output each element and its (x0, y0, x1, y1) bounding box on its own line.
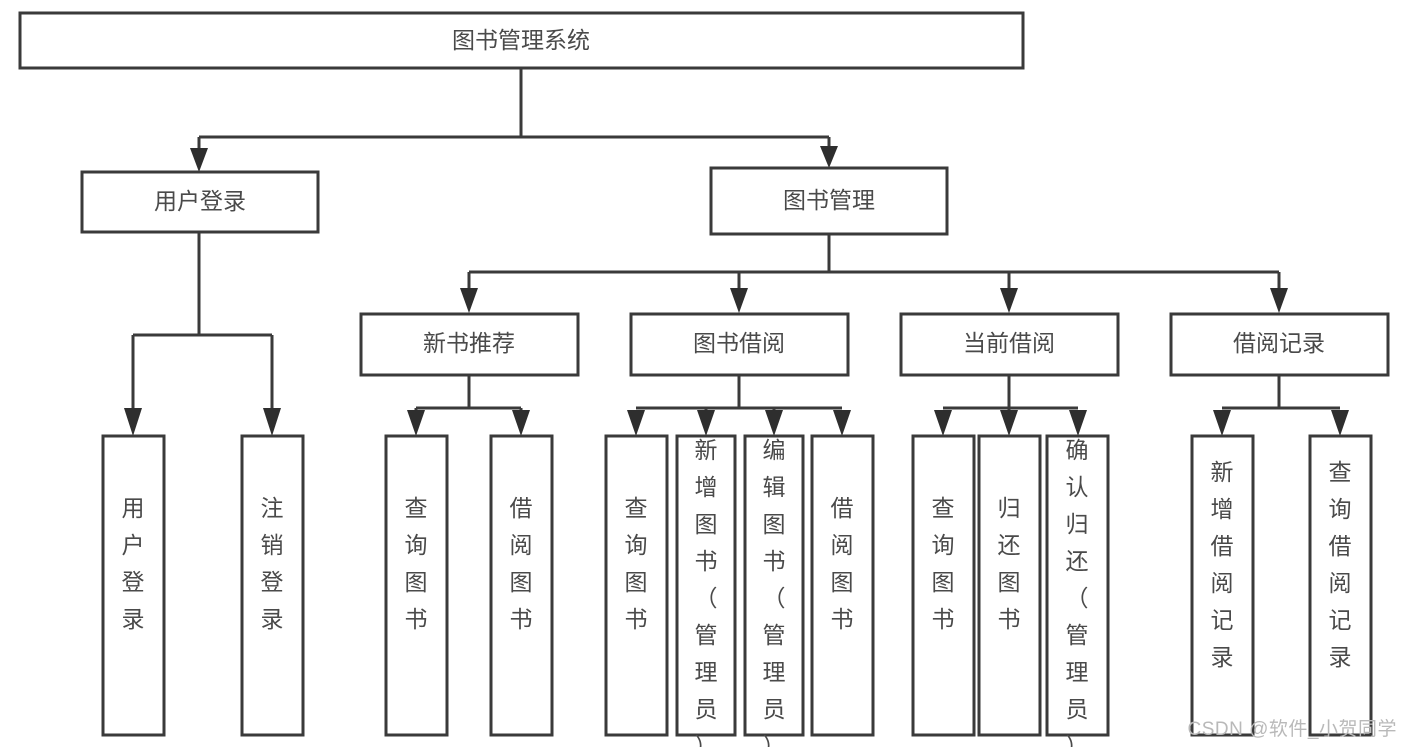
node-leaf9-label: 查询图书 (932, 495, 955, 632)
arrow-bookmgmt-to-borrow (730, 288, 748, 313)
node-leaf7-label: 编辑图书（管理员） (763, 437, 786, 747)
node-leaf13[interactable]: 查询借阅记录 (1308, 434, 1373, 737)
node-leaf4-box[interactable] (489, 434, 554, 737)
node-current[interactable]: 当前借阅 (899, 312, 1120, 377)
node-leaf3-label: 查询图书 (405, 495, 428, 632)
node-leaf9-box[interactable] (911, 434, 976, 737)
node-bookmgmt-box[interactable] (709, 166, 949, 236)
connector-group-bookmgmt (460, 234, 1288, 313)
node-root-label: 图书管理系统 (452, 27, 590, 53)
node-current-box[interactable] (899, 312, 1120, 377)
node-newbook-box[interactable] (359, 312, 580, 377)
arrow-bookmgmt-to-current (1000, 288, 1018, 313)
node-leaf11-box[interactable] (1045, 434, 1110, 737)
arrow-newbook-to-leaf3 (407, 410, 425, 436)
connector-group-current (934, 375, 1087, 436)
arrow-bookmgmt-to-records (1270, 288, 1288, 313)
node-leaf3-box[interactable] (384, 434, 449, 737)
node-root[interactable]: 图书管理系统 (18, 11, 1025, 70)
node-leaf13-label: 查询借阅记录 (1329, 459, 1352, 670)
node-leaf6-label: 新增图书（管理员） (695, 437, 718, 747)
arrow-login-to-leaf1 (124, 408, 142, 436)
node-leaf3[interactable]: 查询图书 (384, 434, 449, 737)
arrow-bookmgmt-to-newbook (460, 288, 478, 313)
node-leaf10-box[interactable] (977, 434, 1042, 737)
node-leaf10[interactable]: 归还图书 (977, 434, 1042, 737)
arrow-current-to-leaf11 (1069, 410, 1087, 436)
node-leaf12-box[interactable] (1190, 434, 1255, 737)
node-leaf13-box[interactable] (1308, 434, 1373, 737)
node-leaf11-label: 确认归还（管理员） (1066, 437, 1089, 747)
node-leaf1-label: 用户登录 (122, 495, 145, 632)
node-leaf5-label: 查询图书 (625, 495, 648, 632)
node-leaf10-label: 归还图书 (998, 495, 1021, 632)
arrow-records-to-leaf13 (1331, 410, 1349, 436)
node-leaf4-label: 借阅图书 (510, 495, 533, 632)
connector-group-login (124, 232, 281, 436)
node-leaf6[interactable]: 新增图书（管理员） (675, 434, 737, 747)
node-login[interactable]: 用户登录 (80, 170, 320, 234)
arrow-borrow-to-leaf7 (765, 410, 783, 436)
node-leaf12[interactable]: 新增借阅记录 (1190, 434, 1255, 737)
node-records-box[interactable] (1169, 312, 1390, 377)
node-bookmgmt-label: 图书管理 (783, 187, 875, 213)
node-leaf7-box[interactable] (743, 434, 805, 737)
node-leaf8-label: 借阅图书 (831, 495, 854, 632)
node-leaf2-label: 注销登录 (261, 495, 284, 632)
node-records[interactable]: 借阅记录 (1169, 312, 1390, 377)
node-borrow-box[interactable] (629, 312, 850, 377)
node-leaf1[interactable]: 用户登录 (101, 434, 166, 737)
node-leaf6-box[interactable] (675, 434, 737, 737)
connector-group-records (1213, 375, 1349, 436)
node-borrow-label: 图书借阅 (693, 330, 785, 356)
arrow-login-to-leaf2 (263, 408, 281, 436)
arrow-newbook-to-leaf4 (512, 410, 530, 436)
node-borrow[interactable]: 图书借阅 (629, 312, 850, 377)
arrow-current-to-leaf10 (1000, 410, 1018, 436)
node-newbook-label: 新书推荐 (423, 330, 515, 356)
node-leaf2-box[interactable] (240, 434, 305, 737)
arrow-borrow-to-leaf6 (697, 410, 715, 436)
arrow-borrow-to-leaf5 (627, 410, 645, 436)
arrow-borrow-to-leaf8 (833, 410, 851, 436)
node-newbook[interactable]: 新书推荐 (359, 312, 580, 377)
arrow-root-to-bookmgmt (820, 146, 838, 168)
node-login-label: 用户登录 (154, 188, 246, 214)
node-root-box[interactable] (18, 11, 1025, 70)
node-leaf12-label: 新增借阅记录 (1211, 459, 1234, 670)
node-leaf8-box[interactable] (810, 434, 875, 737)
connector-group-newbook (407, 375, 530, 436)
node-bookmgmt[interactable]: 图书管理 (709, 166, 949, 236)
arrow-current-to-leaf9 (934, 410, 952, 436)
node-leaf9[interactable]: 查询图书 (911, 434, 976, 737)
node-leaf8[interactable]: 借阅图书 (810, 434, 875, 737)
node-leaf7[interactable]: 编辑图书（管理员） (743, 434, 805, 747)
arrow-root-to-login (190, 148, 208, 172)
arrow-records-to-leaf12 (1213, 410, 1231, 436)
node-records-label: 借阅记录 (1233, 330, 1325, 356)
node-leaf2[interactable]: 注销登录 (240, 434, 305, 737)
node-leaf5-box[interactable] (604, 434, 669, 737)
node-leaf5[interactable]: 查询图书 (604, 434, 669, 737)
node-leaf4[interactable]: 借阅图书 (489, 434, 554, 737)
connector-group-borrow (627, 375, 851, 436)
node-login-box[interactable] (80, 170, 320, 234)
node-current-label: 当前借阅 (963, 330, 1055, 356)
connector-group-root (190, 68, 838, 172)
csdn-watermark: CSDN @软件_小贺同学 (1187, 719, 1397, 740)
node-leaf1-box[interactable] (101, 434, 166, 737)
node-leaf11[interactable]: 确认归还（管理员） (1045, 434, 1110, 747)
